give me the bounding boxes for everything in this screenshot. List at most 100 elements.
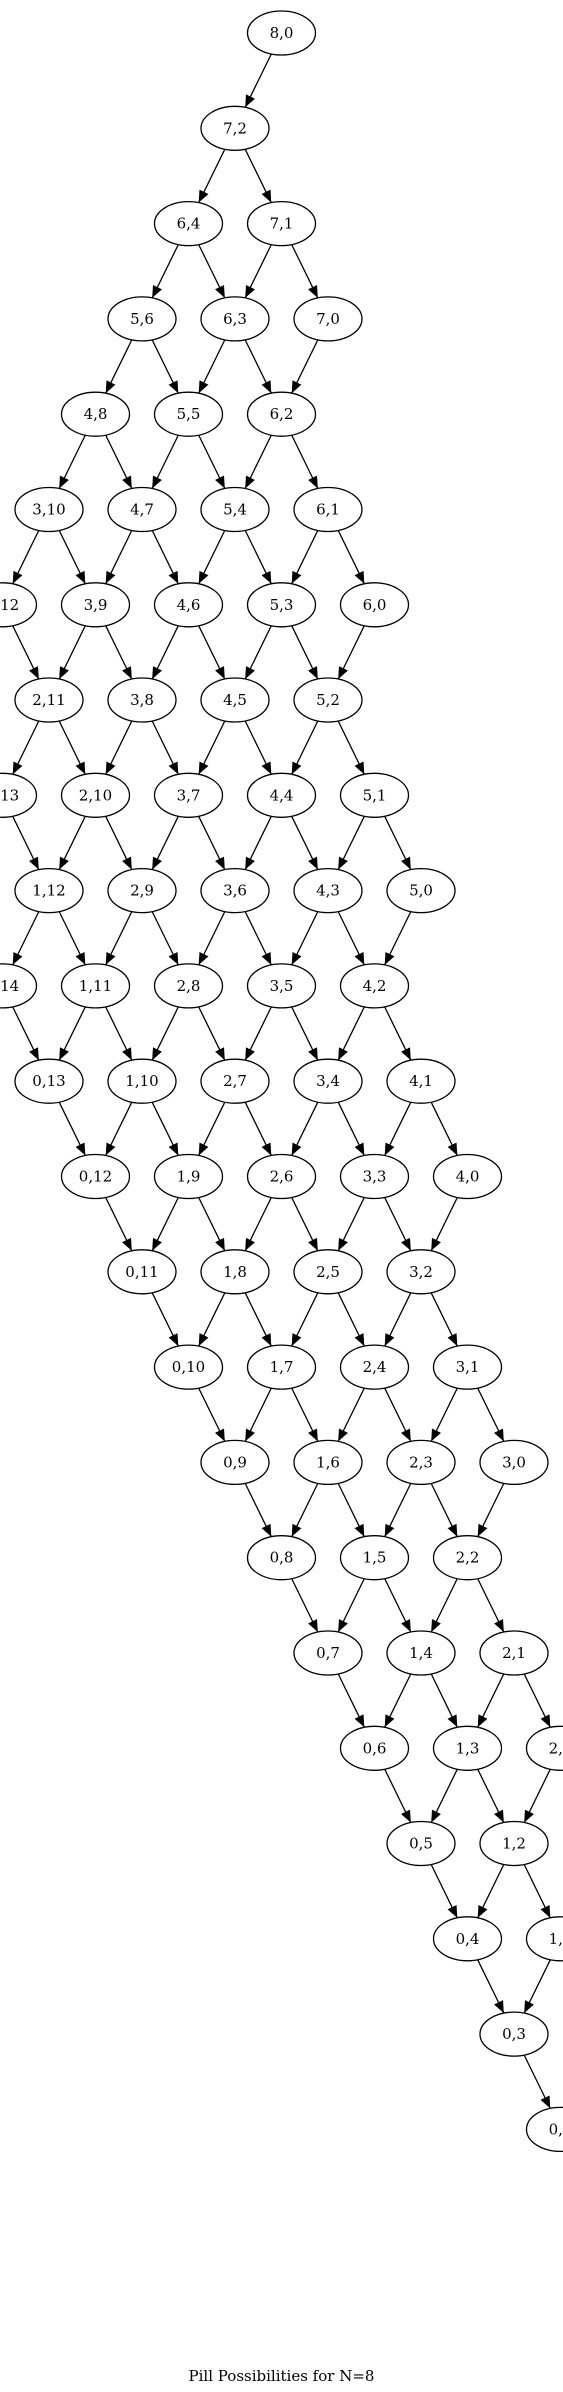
node-3-10: 3,10 <box>14 486 84 533</box>
node-ellipse <box>153 963 224 1009</box>
node-label: 1,7 <box>270 1358 294 1376</box>
edge-arrow <box>12 1006 40 1061</box>
node-7-0: 7,0 <box>293 296 363 342</box>
node-label: 7,2 <box>223 119 247 137</box>
node-label: 1,10 <box>125 1072 158 1090</box>
edge-arrow <box>58 1006 86 1061</box>
edge-arrow <box>198 244 226 299</box>
node-0-9: 0,9 <box>200 1439 270 1486</box>
node-label: 5,1 <box>363 786 387 804</box>
node-ellipse <box>153 391 224 437</box>
node-ellipse <box>339 772 410 818</box>
edge-arrow <box>198 434 226 489</box>
edge-arrow <box>58 1101 86 1156</box>
edge-arrow <box>337 911 365 966</box>
node-ellipse <box>107 1058 177 1104</box>
node-label: 1,9 <box>177 1168 201 1186</box>
edge-2-4-to-2-3 <box>384 1387 412 1442</box>
node-ellipse <box>432 1725 503 1771</box>
node-0-3: 0,3 <box>479 2011 549 2057</box>
edge-0-3-to-0-2 <box>523 2054 551 2109</box>
edge-4-8-to-4-7 <box>105 434 133 489</box>
edge-1-9-to-0-11 <box>151 1197 179 1252</box>
edge-arrow <box>384 1292 412 1347</box>
node-3-5: 3,5 <box>246 963 317 1009</box>
edge-1-5-to-1-4 <box>384 1578 412 1633</box>
edge-arrow <box>337 1483 365 1537</box>
node-label: 0,5 <box>409 1835 433 1853</box>
node-7-1: 7,1 <box>246 200 317 247</box>
edge-arrow <box>430 1292 458 1347</box>
edge-arrow <box>291 1197 319 1252</box>
edge-arrow <box>291 911 319 966</box>
node-label: 0,13 <box>32 1072 65 1090</box>
edge-0-4-to-0-3 <box>477 1959 505 2014</box>
edge-3-3-to-2-5 <box>337 1197 365 1252</box>
node-label: 1,11 <box>79 977 112 995</box>
node-2-6: 2,6 <box>246 1153 317 1200</box>
edge-arrow <box>477 1387 505 1442</box>
edge-3-6-to-2-8 <box>198 911 226 966</box>
node-4-4: 4,4 <box>246 772 317 818</box>
edge-arrow <box>337 1101 365 1156</box>
edge-6-4-to-5-6 <box>151 244 179 299</box>
edge-5-6-to-5-5 <box>151 339 179 394</box>
edge-arrow <box>291 339 319 394</box>
edge-2-10-to-2-9 <box>105 816 133 870</box>
node-2-4: 2,4 <box>339 1344 410 1390</box>
edge-1-11-to-1-10 <box>105 1006 133 1061</box>
edge-4-7-to-4-6 <box>151 530 179 585</box>
edge-5-4-to-4-6 <box>198 530 226 585</box>
node-label: 4,7 <box>130 501 154 519</box>
edge-arrow <box>12 625 40 680</box>
graph-caption: Pill Possibilities for N=8 <box>189 2367 375 2385</box>
edge-1-9-to-1-8 <box>198 1197 226 1252</box>
node-ellipse <box>14 1058 84 1104</box>
edge-1-12-to-1-11 <box>58 911 86 966</box>
edge-7-0-to-6-2 <box>291 339 319 394</box>
edge-6-4-to-6-3 <box>198 244 226 299</box>
node-1-9: 1,9 <box>153 1153 224 1200</box>
node-4-5: 4,5 <box>200 677 270 723</box>
edge-arrow <box>337 1578 365 1633</box>
edge-arrow <box>291 1578 319 1633</box>
edge-4-2-to-4-1 <box>384 1006 412 1061</box>
node-5-1: 5,1 <box>339 772 410 818</box>
edge-arrow <box>151 1101 179 1156</box>
edge-2-0-to-1-2 <box>523 1768 551 1823</box>
edge-arrow <box>291 1292 319 1347</box>
edge-arrow <box>384 1673 412 1728</box>
node-1-1: 1,1 <box>525 1916 563 1962</box>
node-label: 0,7 <box>316 1644 340 1662</box>
node-ellipse <box>60 391 131 437</box>
edge-3-1-to-3-0 <box>477 1387 505 1442</box>
edge-arrow <box>198 1387 226 1442</box>
edge-arrow <box>430 1673 458 1728</box>
edge-2-5-to-2-4 <box>337 1292 365 1347</box>
edge-arrow <box>151 530 179 585</box>
edge-3-10-to-2-12 <box>12 530 40 585</box>
edge-1-3-to-1-2 <box>477 1768 505 1823</box>
node-2-3: 2,3 <box>386 1439 456 1486</box>
node-3-9: 3,9 <box>60 582 131 628</box>
node-ellipse <box>525 2106 563 2153</box>
edge-arrow <box>198 625 226 680</box>
edge-3-10-to-3-9 <box>58 530 86 585</box>
edge-7-2-to-7-1 <box>244 149 272 203</box>
node-ellipse <box>200 1058 270 1104</box>
edge-arrow <box>477 1864 505 1919</box>
node-ellipse <box>246 582 317 628</box>
edge-4-0-to-3-2 <box>430 1197 458 1252</box>
edge-5-5-to-5-4 <box>198 434 226 489</box>
node-ellipse <box>153 200 224 247</box>
node-label: 1,13 <box>0 786 19 804</box>
node-ellipse <box>386 1249 456 1295</box>
node-label: 5,0 <box>409 882 433 900</box>
node-label: 0,3 <box>502 2025 526 2043</box>
edge-arrow <box>244 339 272 394</box>
node-7-2: 7,2 <box>200 105 270 151</box>
node-label: 1,5 <box>363 1549 387 1567</box>
edge-arrow <box>523 1768 551 1823</box>
node-ellipse <box>293 867 363 914</box>
